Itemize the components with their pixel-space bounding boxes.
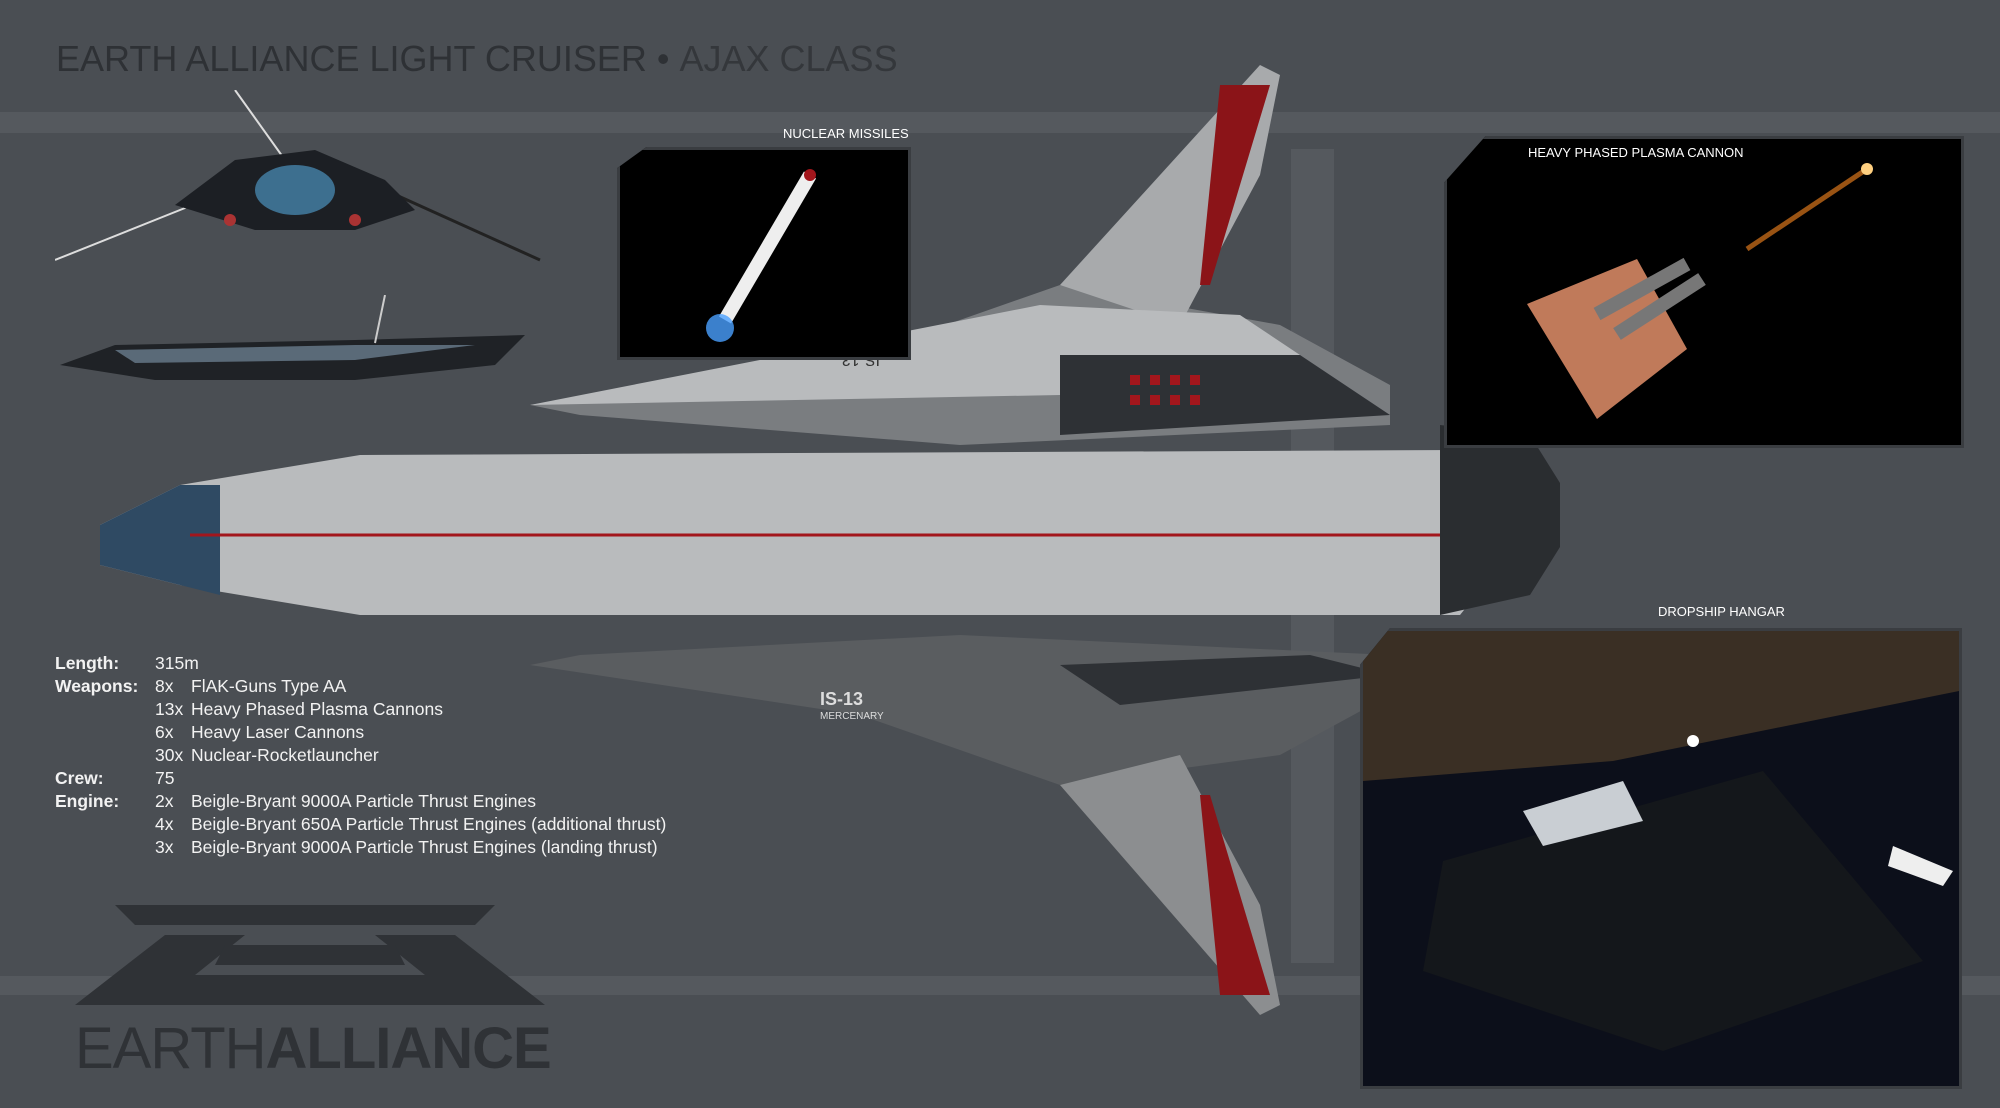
weapon-qty: 6x (155, 722, 174, 742)
plasma-cannon-panel (1444, 136, 1964, 448)
cannon-label: HEAVY PHASED PLASMA CANNON (1528, 145, 1744, 160)
hangar-label: DROPSHIP HANGAR (1658, 604, 1785, 619)
earth-alliance-logo-text: EARTHALLIANCE (75, 1016, 552, 1081)
hull-marking-lower: IS-13 (820, 689, 863, 709)
weapons-label: Weapons: (55, 676, 139, 696)
length-value: 315m (155, 653, 199, 673)
hull-marking-mercenary: MERCENARY (820, 711, 884, 722)
engine-label: Engine: (55, 791, 120, 811)
ship-top-view-image: IS-13 IS-13 MERCENARY (100, 65, 1560, 1015)
weapon-name: Heavy Phased Plasma Cannons (191, 699, 443, 719)
side-view-image (60, 295, 525, 380)
front-view-image (55, 90, 541, 262)
missiles-label: NUCLEAR MISSILES (783, 126, 909, 141)
page-title: EARTH ALLIANCE LIGHT CRUISER • AJAX CLAS… (56, 38, 898, 79)
engine-qty: 3x (155, 837, 174, 857)
weapon-qty: 8x (155, 676, 174, 696)
engine-qty: 2x (155, 791, 174, 811)
engine-qty: 4x (155, 814, 174, 834)
crew-label: Crew: (55, 768, 104, 788)
top-band (0, 112, 2000, 133)
dropship-hangar-panel (1360, 628, 1962, 1089)
crew-value: 75 (155, 768, 175, 788)
engine-name: Beigle-Bryant 650A Particle Thrust Engin… (191, 814, 667, 834)
engine-name: Beigle-Bryant 9000A Particle Thrust Engi… (191, 791, 537, 811)
weapon-name: Heavy Laser Cannons (191, 722, 365, 742)
weapon-name: Nuclear-Rocketlauncher (191, 745, 379, 765)
earth-alliance-logo-icon (75, 905, 545, 1005)
weapon-name: FlAK-Guns Type AA (191, 676, 347, 696)
weapon-qty: 13x (155, 699, 184, 719)
nuclear-missiles-panel (617, 147, 911, 360)
weapon-qty: 30x (155, 745, 184, 765)
length-label: Length: (55, 653, 120, 673)
engine-name: Beigle-Bryant 9000A Particle Thrust Engi… (191, 837, 658, 857)
